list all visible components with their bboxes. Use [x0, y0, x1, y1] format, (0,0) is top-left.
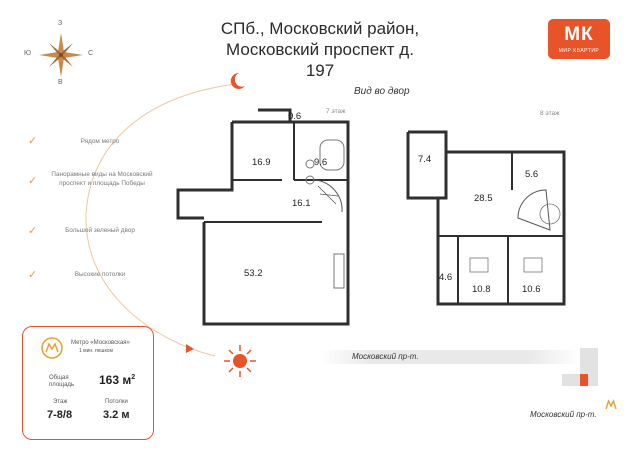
floor-7-label: 7 этаж	[326, 108, 346, 115]
feature-views: Панорамные виды на Московский проспект и…	[51, 171, 153, 187]
room-area: 10.6	[522, 284, 541, 295]
area-label-1: Общая	[49, 375, 69, 381]
compass-east: С	[88, 50, 94, 57]
room-area: 9.6	[314, 157, 328, 168]
room-area: 7.4	[418, 154, 432, 165]
room-area: 10.8	[472, 284, 491, 295]
company-logo[interactable]: МК МИР КВАРТИР	[548, 19, 610, 59]
feature-ceilings: Высокие потолки	[74, 271, 126, 278]
feature-metro: Рядом метро	[80, 138, 120, 145]
sun-icon	[224, 345, 256, 377]
room-area: 53.2	[244, 268, 263, 279]
ceiling-value: 3.2 м	[103, 409, 130, 421]
room-area: 16.9	[252, 157, 271, 168]
floor-7-plan	[176, 108, 350, 326]
logo-caption: МИР КВАРТИР	[558, 48, 600, 54]
floor-8-label: 8 этаж	[540, 110, 560, 117]
area-unit-sup: 2	[131, 374, 136, 381]
ceiling-label: Потолки	[105, 399, 128, 405]
check-icon: ✓	[28, 225, 38, 237]
floor-label: Этаж	[53, 399, 68, 405]
room-area: 5.6	[525, 169, 539, 180]
info-card: Метро «Московская» 1 мин. пешком Общая п…	[22, 326, 154, 440]
room-area: 4.6	[439, 272, 453, 283]
street-bar	[320, 350, 580, 364]
metro-name: Метро «Московская»	[71, 340, 130, 346]
metro-icon	[41, 337, 63, 359]
area-value: 163 м2	[99, 373, 135, 387]
compass-rose-icon	[39, 33, 83, 77]
title-line-1: СПб., Московский район,	[220, 19, 420, 38]
area-label-2: площадь	[49, 382, 75, 388]
floor-value: 7-8/8	[47, 409, 73, 421]
room-area: 28.5	[474, 193, 493, 204]
metro-distance: 1 мин. пешком	[79, 348, 113, 354]
check-icon: ✓	[28, 269, 38, 281]
compass-south: В	[58, 79, 63, 86]
feature-yard: Большой зеленый двор	[65, 227, 135, 234]
room-area: 0.6	[288, 111, 302, 122]
building-minimap	[562, 348, 598, 386]
logo-mark: МК	[564, 24, 594, 45]
compass-north: З	[58, 20, 63, 27]
compass-west: Ю	[24, 50, 32, 57]
metro-icon	[605, 399, 617, 410]
room-area: 16.1	[292, 198, 311, 209]
moon-icon	[230, 72, 245, 89]
check-icon: ✓	[28, 175, 38, 187]
minimap-street-label: Московский пр-т.	[530, 410, 597, 419]
floor-8-plan	[406, 130, 566, 306]
check-icon: ✓	[28, 135, 38, 147]
area-value-text: 163 м	[99, 373, 132, 387]
page-title: СПб., Московский район, Московский просп…	[215, 18, 425, 81]
title-line-2: Московский проспект д. 197	[226, 40, 414, 80]
view-label: Вид во двор	[354, 86, 410, 97]
street-label: Московский пр-т.	[352, 352, 419, 361]
